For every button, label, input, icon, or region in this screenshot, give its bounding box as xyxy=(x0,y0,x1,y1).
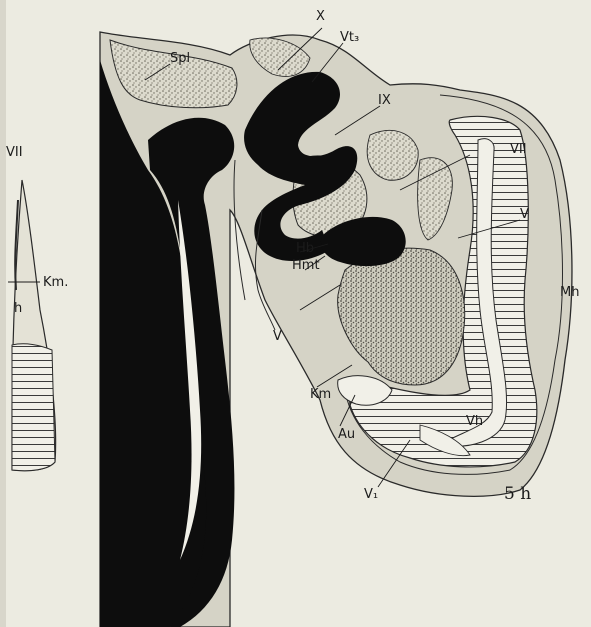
label-v1: V₁ xyxy=(364,488,378,501)
panel-label: 5 h xyxy=(504,486,531,503)
label-v-left: V xyxy=(273,330,282,343)
label-au: Au xyxy=(338,428,355,441)
main-section xyxy=(100,32,572,627)
label-v-right: V xyxy=(520,208,529,221)
label-left-km: Km. xyxy=(43,276,68,289)
label-hb: Hb xyxy=(296,242,314,255)
label-km: Km xyxy=(310,388,331,401)
label-spl: Spl xyxy=(170,52,190,65)
label-vh: Vh xyxy=(466,415,483,428)
label-mh: Mh xyxy=(560,286,579,299)
label-x: X xyxy=(316,10,325,23)
label-left-vii: VII xyxy=(6,146,23,159)
label-vii: VII xyxy=(510,143,527,156)
label-left-h: h xyxy=(14,302,22,315)
label-vt3: Vt₃ xyxy=(340,31,359,44)
label-ix: IX xyxy=(378,94,391,107)
label-hmt: Hmt xyxy=(292,259,320,272)
left-fragment xyxy=(12,180,56,471)
